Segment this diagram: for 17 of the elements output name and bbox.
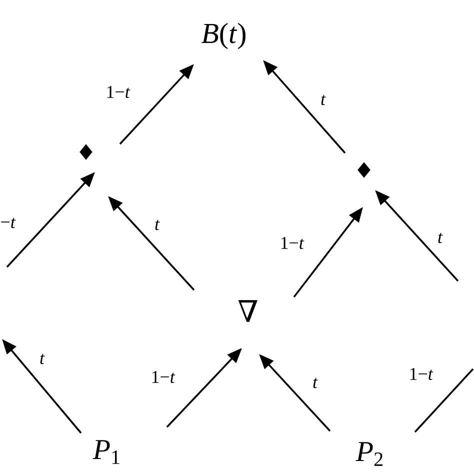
edge-label: 1−t <box>281 237 304 249</box>
point-label: P$_{2}$ <box>356 442 383 466</box>
edge-label: −t <box>1 218 16 228</box>
edge-label: t <box>321 94 326 106</box>
edge-label: 1−t <box>152 371 176 383</box>
edge-label: 1−t <box>410 368 434 380</box>
edge-label: 1−t <box>107 86 130 98</box>
math-label: B(t) <box>202 22 246 50</box>
point-label: P$_{1}$ <box>92 440 120 464</box>
nabla-symbol: ∇ <box>238 300 258 322</box>
edge-label: t <box>155 220 160 230</box>
line <box>414 368 474 433</box>
edge-label: t <box>40 354 45 364</box>
edge-label: t <box>438 232 443 244</box>
edge-label: t <box>313 378 318 388</box>
diamond-marker <box>358 162 370 178</box>
diamond-marker <box>80 144 92 160</box>
